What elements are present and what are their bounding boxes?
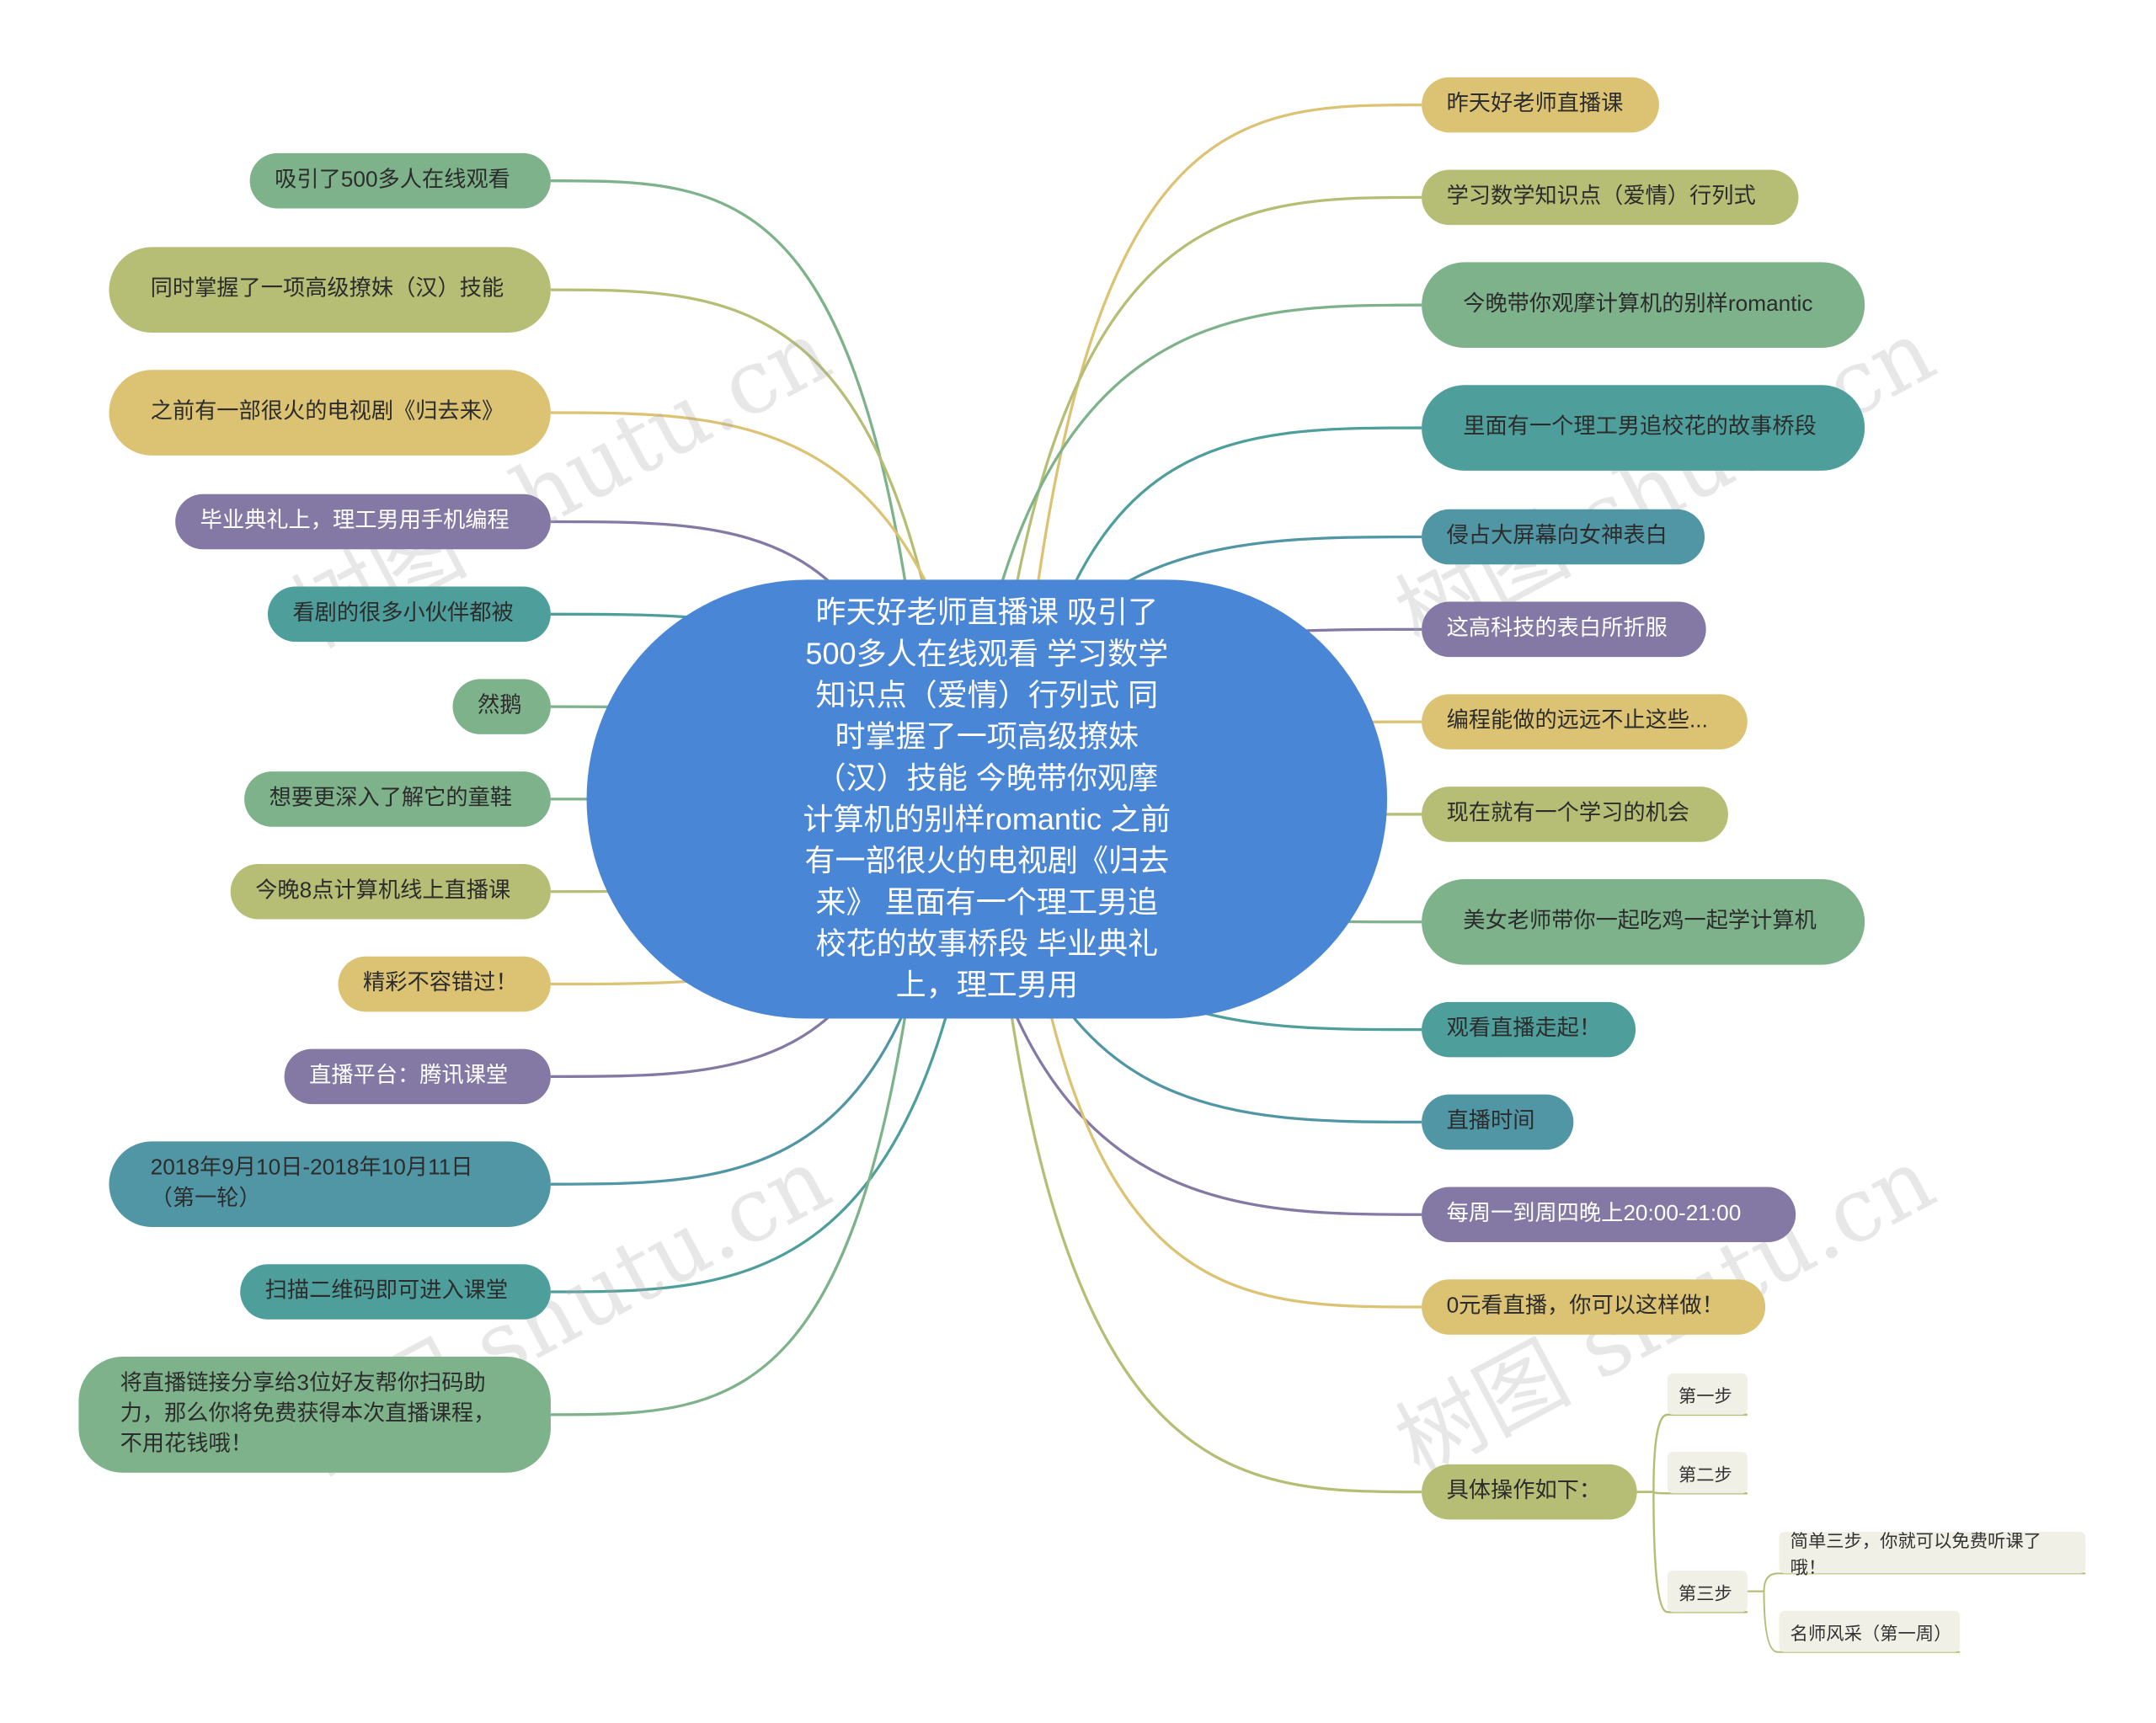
node-right-7[interactable]: 现在就有一个学习的机会: [1422, 787, 1728, 842]
node-left-0[interactable]: 吸引了500多人在线观看: [249, 152, 551, 209]
node-left-8[interactable]: 精彩不容错过！: [338, 956, 551, 1012]
node-left-11[interactable]: 扫描二维码即可进入课堂: [240, 1264, 551, 1320]
node-right-5[interactable]: 这高科技的表白所折服: [1422, 601, 1706, 658]
central-topic[interactable]: 昨天好老师直播课 吸引了500多人在线观看 学习数学知识点（爱情）行列式 同时掌…: [586, 579, 1388, 1019]
node-left-3[interactable]: 毕业典礼上，理工男用手机编程: [175, 493, 551, 550]
node-right-9[interactable]: 观看直播走起！: [1422, 1001, 1636, 1058]
node-right-3[interactable]: 里面有一个理工男追校花的故事桥段: [1422, 385, 1865, 471]
connector-left-0: [550, 179, 933, 800]
node-right-10[interactable]: 直播时间: [1422, 1094, 1574, 1150]
node-right-0[interactable]: 昨天好老师直播课: [1422, 77, 1659, 133]
node-left-2[interactable]: 之前有一部很火的电视剧《归去来》: [109, 370, 551, 456]
node-left-4[interactable]: 看剧的很多小伙伴都被: [267, 586, 551, 643]
node-left-7[interactable]: 今晚8点计算机线上直播课: [230, 863, 551, 920]
node-right-8[interactable]: 美女老师带你一起吃鸡一起学计算机: [1422, 878, 1865, 965]
central-topic-text: 昨天好老师直播课 吸引了500多人在线观看 学习数学知识点（爱情）行列式 同时掌…: [803, 595, 1171, 1002]
connector-left-12: [550, 798, 933, 1416]
step-3-sub-2[interactable]: 名师风采（第一周）: [1779, 1610, 1961, 1652]
node-right-12[interactable]: 0元看直播，你可以这样做！: [1422, 1279, 1766, 1335]
connector-step-3: [1636, 1491, 1748, 1614]
node-right-2[interactable]: 今晚带你观摩计算机的别样romantic: [1422, 262, 1865, 349]
node-right-6[interactable]: 编程能做的远远不止这些...: [1422, 694, 1748, 749]
node-left-10[interactable]: 2018年9月10日-2018年10月11日（第一轮）: [109, 1141, 551, 1227]
node-left-6[interactable]: 想要更深入了解它的童鞋: [244, 771, 551, 827]
step-2[interactable]: 第二步: [1667, 1452, 1748, 1494]
node-left-5[interactable]: 然鹅: [452, 679, 551, 734]
step-1[interactable]: 第一步: [1667, 1373, 1748, 1415]
connector-right-13: [985, 798, 1422, 1494]
node-left-9[interactable]: 直播平台：腾讯课堂: [284, 1048, 551, 1105]
node-right-11[interactable]: 每周一到周四晚上20:00-21:00: [1422, 1187, 1796, 1243]
step-3[interactable]: 第三步: [1667, 1571, 1748, 1613]
step-3-sub-1[interactable]: 简单三步，你就可以免费听课了哦！: [1779, 1531, 2086, 1577]
node-right-4[interactable]: 侵占大屏幕向女神表白: [1422, 509, 1705, 565]
node-right-1[interactable]: 学习数学知识点（爱情）行列式: [1422, 169, 1799, 226]
connector-right-1: [985, 195, 1422, 800]
connector-step-3-sub-2: [1747, 1590, 1961, 1653]
node-left-1[interactable]: 同时掌握了一项高级撩妹（汉）技能: [109, 247, 551, 333]
connector-step-1: [1636, 1413, 1748, 1493]
node-right-13[interactable]: 具体操作如下：: [1422, 1464, 1637, 1520]
connector-right-0: [1012, 103, 1422, 800]
node-left-12[interactable]: 将直播链接分享给3位好友帮你扫码助力，那么你将免费获得本次直播课程，不用花钱哦！: [78, 1357, 551, 1473]
